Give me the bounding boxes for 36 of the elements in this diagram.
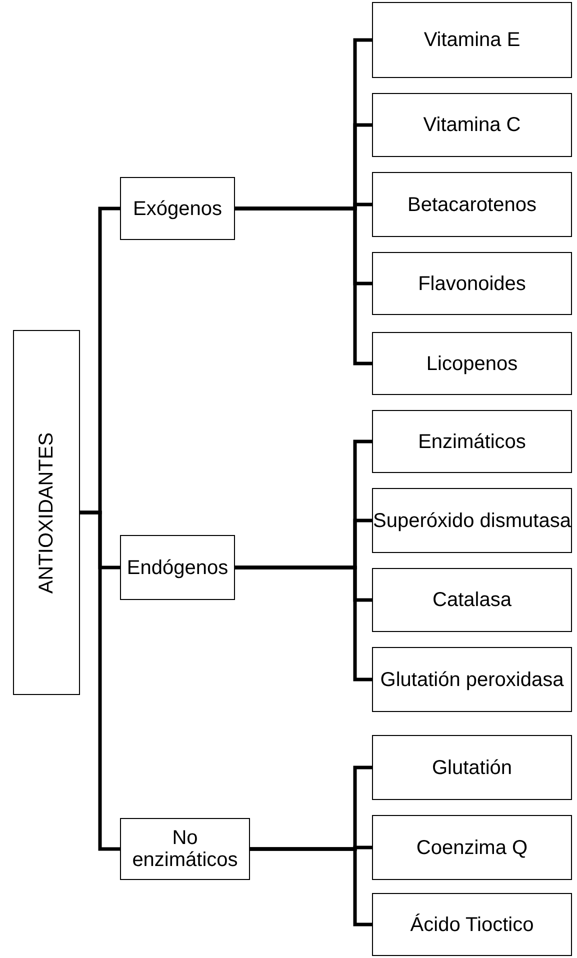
category-box (372, 568, 572, 632)
node-label: Betacarotenos (408, 194, 536, 216)
connector-line (80, 510, 120, 851)
node-label: Catalasa (432, 589, 512, 611)
category-box (120, 535, 235, 600)
node-label: Licopenos (426, 352, 518, 374)
category-box (372, 252, 572, 315)
node-label: ANTIOXIDANTES (36, 432, 58, 594)
node-label: Flavonoides (418, 272, 526, 294)
node-label: Coenzima Q (416, 836, 528, 858)
category-box (372, 93, 572, 157)
node-label: Exógenos (133, 198, 222, 220)
connector-line (250, 847, 372, 926)
category-box (372, 172, 572, 237)
category-box (372, 2, 572, 78)
category-box (372, 332, 572, 395)
node-label: Endógenos (126, 556, 228, 578)
category-box (372, 893, 572, 956)
category-box (372, 815, 572, 880)
node-label: Vitamina E (424, 29, 520, 51)
node-label: Enzimáticos (418, 430, 526, 452)
category-box (372, 410, 572, 473)
category-box (372, 488, 572, 553)
connector-line (235, 566, 372, 682)
category-box (13, 330, 80, 695)
category-box (372, 647, 572, 712)
node-label: Vitamina C (423, 114, 521, 136)
node-label: Superóxido dismutasa (373, 510, 571, 532)
category-box (372, 735, 572, 800)
node-label: Glutatión (432, 756, 512, 778)
node-label: No enzimáticos (131, 827, 239, 871)
category-box (120, 177, 235, 240)
category-box (120, 818, 250, 880)
connector-line (235, 206, 372, 366)
node-label: Glutatión peroxidasa (380, 668, 564, 690)
node-label: Ácido Tioctico (410, 914, 534, 936)
